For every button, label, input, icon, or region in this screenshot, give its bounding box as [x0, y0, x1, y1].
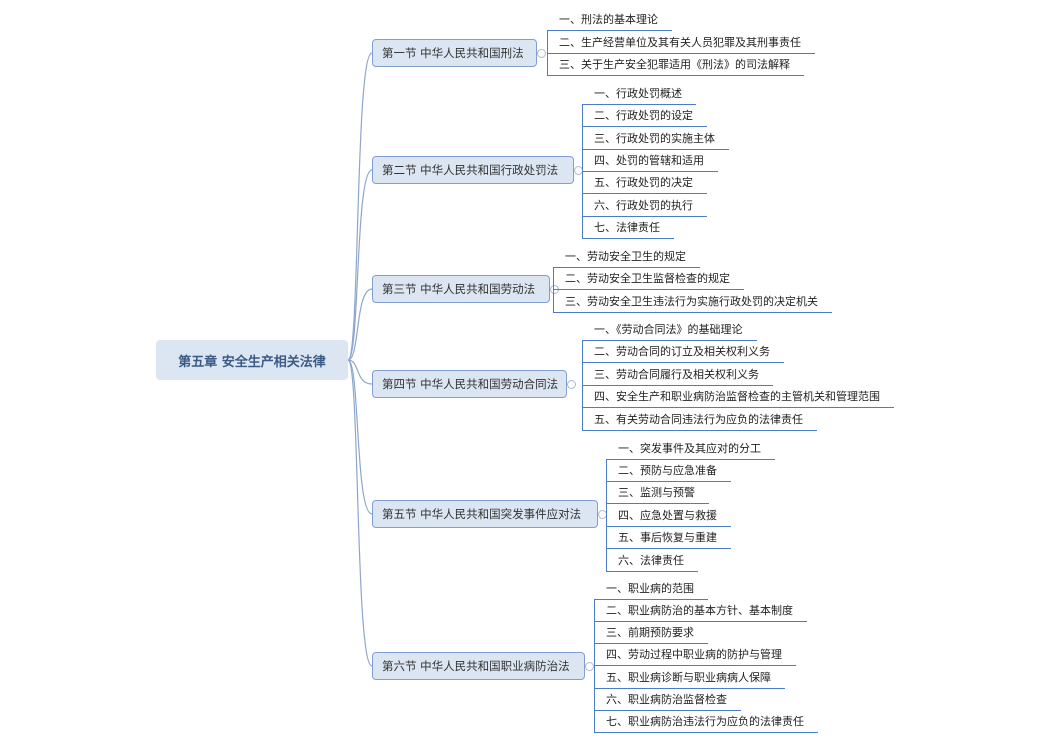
- subtopic-item[interactable]: 五、行政处罚的决定: [582, 172, 707, 194]
- subtopic-item[interactable]: 三、关于生产安全犯罪适用《刑法》的司法解释: [547, 54, 804, 76]
- subtopic-item[interactable]: 四、劳动过程中职业病的防护与管理: [594, 644, 796, 666]
- section-topic[interactable]: 第三节 中华人民共和国劳动法: [372, 275, 550, 303]
- root-connector: [347, 359, 373, 385]
- section-topic[interactable]: 第二节 中华人民共和国行政处罚法: [372, 156, 574, 184]
- subtopic-item[interactable]: 三、行政处罚的实施主体: [582, 128, 729, 150]
- subtopic-item[interactable]: 一、突发事件及其应对的分工: [606, 438, 775, 460]
- subtopic-item[interactable]: 二、行政处罚的设定: [582, 105, 707, 127]
- subtopic-item[interactable]: 三、监测与预警: [606, 482, 709, 504]
- subtopic-item[interactable]: 五、有关劳动合同违法行为应负的法律责任: [582, 409, 817, 431]
- subtopic-item[interactable]: 二、预防与应急准备: [606, 460, 731, 482]
- subtopic-item[interactable]: 五、职业病诊断与职业病病人保障: [594, 667, 785, 689]
- section-label: 第一节 中华人民共和国刑法: [382, 46, 524, 60]
- root-topic-label: 第五章 安全生产相关法律: [178, 354, 326, 370]
- subtopic-item[interactable]: 二、劳动合同的订立及相关权利义务: [582, 341, 784, 363]
- collapse-toggle-icon[interactable]: [537, 49, 546, 58]
- collapse-toggle-icon[interactable]: [585, 662, 594, 671]
- section-topic[interactable]: 第四节 中华人民共和国劳动合同法: [372, 370, 567, 398]
- section-topic[interactable]: 第六节 中华人民共和国职业病防治法: [372, 652, 585, 680]
- branch-line: [606, 460, 607, 572]
- subtopic-item[interactable]: 三、劳动安全卫生违法行为实施行政处罚的决定机关: [553, 291, 832, 313]
- branch-line: [594, 600, 595, 733]
- section-topic[interactable]: 第一节 中华人民共和国刑法: [372, 39, 537, 67]
- subtopic-item[interactable]: 二、生产经营单位及其有关人员犯罪及其刑事责任: [547, 32, 815, 54]
- subtopic-item[interactable]: 三、劳动合同履行及相关权利义务: [582, 364, 773, 386]
- root-connector: [347, 359, 373, 667]
- subtopic-item[interactable]: 七、法律责任: [582, 217, 674, 239]
- section-label: 第四节 中华人民共和国劳动合同法: [382, 377, 559, 391]
- section-topic[interactable]: 第五节 中华人民共和国突发事件应对法: [372, 500, 598, 528]
- subtopic-item[interactable]: 六、职业病防治监督检查: [594, 689, 741, 711]
- subtopic-item[interactable]: 一、刑法的基本理论: [547, 9, 672, 31]
- section-label: 第二节 中华人民共和国行政处罚法: [382, 163, 559, 177]
- root-connector: [347, 288, 373, 361]
- root-connector: [347, 169, 373, 361]
- subtopic-item[interactable]: 四、安全生产和职业病防治监督检查的主管机关和管理范围: [582, 386, 894, 408]
- subtopic-item[interactable]: 七、职业病防治违法行为应负的法律责任: [594, 711, 818, 733]
- subtopic-item[interactable]: 三、前期预防要求: [594, 622, 708, 644]
- root-connector: [347, 359, 373, 515]
- subtopic-item[interactable]: 六、法律责任: [606, 550, 698, 572]
- section-label: 第五节 中华人民共和国突发事件应对法: [382, 507, 582, 521]
- subtopic-item[interactable]: 二、职业病防治的基本方针、基本制度: [594, 600, 807, 622]
- branch-line: [582, 341, 583, 431]
- branch-line: [553, 268, 554, 313]
- subtopic-item[interactable]: 六、行政处罚的执行: [582, 195, 707, 217]
- root-topic[interactable]: 第五章 安全生产相关法律: [156, 340, 348, 380]
- root-connector: [347, 52, 373, 361]
- branch-line: [582, 105, 583, 239]
- subtopic-item[interactable]: 一、劳动安全卫生的规定: [553, 246, 700, 268]
- subtopic-item[interactable]: 一、行政处罚概述: [582, 83, 696, 105]
- subtopic-item[interactable]: 四、应急处置与救援: [606, 505, 731, 527]
- subtopic-item[interactable]: 五、事后恢复与重建: [606, 527, 731, 549]
- subtopic-item[interactable]: 二、劳动安全卫生监督检查的规定: [553, 268, 744, 290]
- section-label: 第六节 中华人民共和国职业病防治法: [382, 659, 570, 673]
- subtopic-item[interactable]: 四、处罚的管辖和适用: [582, 150, 718, 172]
- collapse-toggle-icon[interactable]: [567, 380, 576, 389]
- section-label: 第三节 中华人民共和国劳动法: [382, 282, 536, 296]
- subtopic-item[interactable]: 一、《劳动合同法》的基础理论: [582, 319, 757, 341]
- subtopic-item[interactable]: 一、职业病的范围: [594, 578, 708, 600]
